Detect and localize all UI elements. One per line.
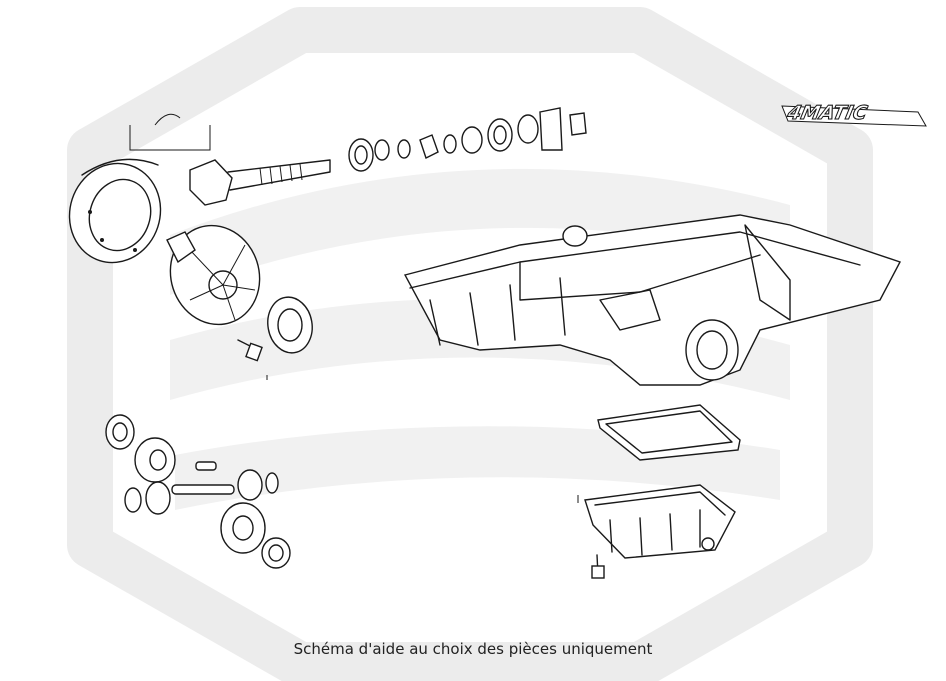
differential-case: [166, 224, 261, 326]
pinion-shaft: [189, 159, 331, 206]
ring-gear: [68, 158, 162, 264]
bolt: [237, 339, 263, 362]
watermark: [67, 7, 873, 681]
diagram-caption: Schéma d'aide au choix des pièces unique…: [293, 640, 653, 658]
4matic-logo-text: 4MATIC: [785, 101, 870, 124]
callout-bracket: [129, 113, 211, 151]
bearing-row: [348, 107, 587, 172]
4matic-logo: 4MATIC: [781, 101, 927, 127]
oil-pan-lower: [584, 484, 736, 559]
spider-gears: [105, 414, 291, 569]
tapered-bearing: [267, 296, 313, 354]
oil-pan-upper: [403, 214, 902, 386]
drain-bolt: [591, 554, 605, 579]
oil-pan-gasket: [597, 404, 741, 461]
